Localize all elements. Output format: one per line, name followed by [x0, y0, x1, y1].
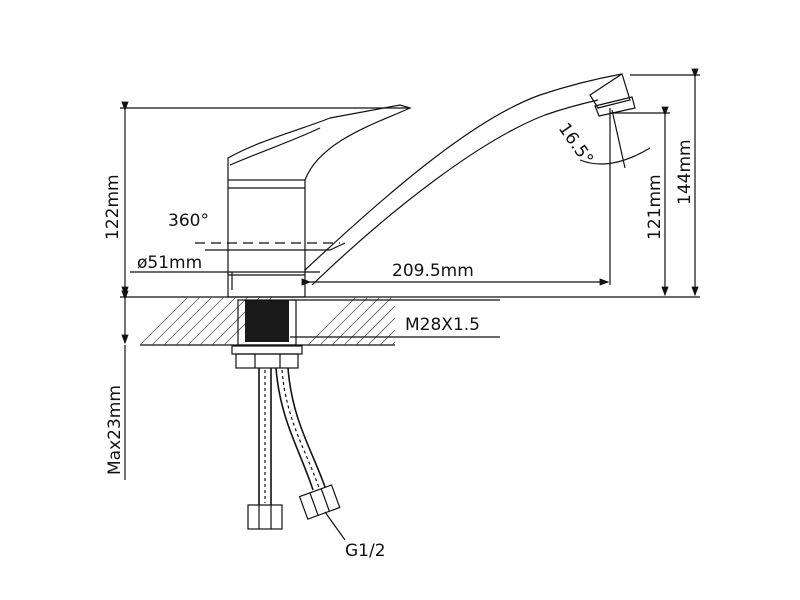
label-angle: 16.5°: [554, 119, 597, 168]
hatch-line: [151, 296, 201, 346]
hatch-line: [187, 296, 237, 346]
label-max23mm: Max23mm: [105, 385, 125, 475]
hatch-line: [391, 341, 396, 346]
label-thread: M28X1.5: [405, 315, 480, 335]
hatch-line: [163, 296, 213, 346]
hatch-line: [319, 296, 369, 346]
hatch-line: [175, 296, 225, 346]
hatch-line: [331, 296, 381, 346]
hatch-line: [343, 296, 393, 346]
hatch-line: [139, 296, 189, 346]
label-reach: 209.5mm: [392, 261, 474, 281]
hatch-line: [367, 317, 396, 346]
label-diameter: ø51mm: [137, 253, 202, 273]
hatch-line: [355, 305, 396, 346]
shank: [245, 300, 289, 342]
hatch-line: [307, 296, 357, 346]
mounting-nut: [231, 345, 303, 369]
faucet-body: [227, 104, 412, 298]
rotation-arrow: [195, 242, 346, 251]
dimension-lines: [120, 68, 700, 541]
label-121mm: 121mm: [645, 174, 665, 240]
hatch-line: [199, 296, 249, 346]
spout: [304, 73, 636, 286]
label-360: 360°: [168, 211, 209, 231]
label-122mm: 122mm: [103, 174, 123, 240]
label-144mm: 144mm: [675, 139, 695, 205]
label-g12: G1/2: [345, 541, 386, 561]
supply-hoses: [247, 367, 341, 530]
